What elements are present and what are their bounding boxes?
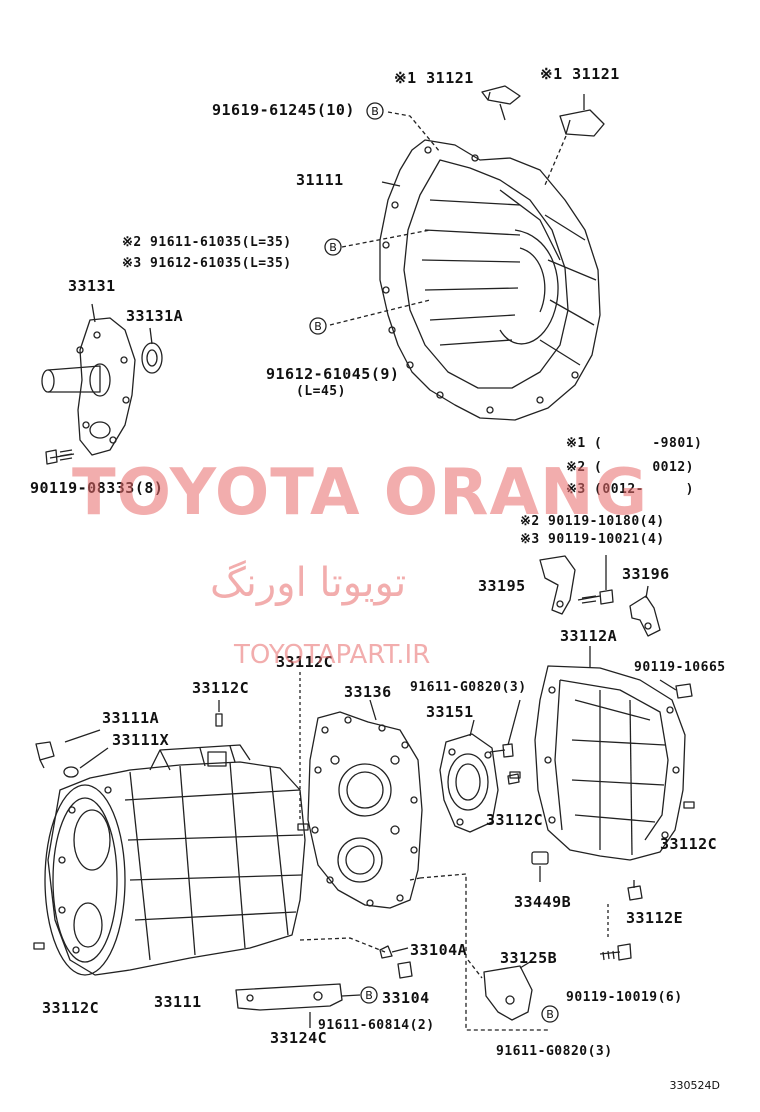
seal-retainer-33151 (439, 733, 499, 833)
label-33104: 33104 (382, 989, 430, 1007)
bolt-90119-08333 (45, 449, 75, 465)
cap-31121-right (559, 109, 605, 137)
dowel-33112c-left (33, 942, 45, 950)
bracket-33125b (483, 965, 533, 1021)
dowel-33112c-plate (509, 771, 521, 779)
transmission-case-33111 (44, 744, 306, 976)
label-33111a: 33111A (102, 709, 160, 727)
diagram-code: 330524D (669, 1079, 720, 1092)
label-90119-10021: ※3 90119-10021(4) (520, 532, 665, 547)
callout-b-5: B (546, 1008, 554, 1021)
label-91611-60814: 91611-60814(2) (318, 1018, 435, 1033)
label-33112c-left: 33112C (192, 679, 250, 697)
bearing-retainer-33131 (41, 317, 136, 456)
label-33112a: 33112A (560, 627, 618, 645)
label-91619-61245: 91619-61245(10) (212, 101, 355, 119)
dowel-33112c-mid (297, 823, 309, 831)
label-33131: 33131 (68, 277, 116, 295)
note-2: ※2 ( 0012) (566, 460, 694, 475)
oil-seal-33131a (141, 342, 163, 374)
gasket-33111x (63, 766, 79, 778)
watermark-url: TOYOTAPART.IR (234, 640, 431, 670)
dowel-33112c-top (215, 713, 223, 727)
label-33125b: 33125B (500, 949, 558, 967)
plug-33104a (379, 945, 393, 959)
label-91612-61035: ※3 91612-61035(L=35) (122, 256, 292, 271)
callout-b-3: B (314, 320, 322, 333)
note-3: ※3 (0012- ) (566, 482, 694, 497)
watermark-persian: تویوتا اورنگ (210, 560, 407, 606)
label-31121-right: ※1 31121 (540, 65, 620, 83)
note-1: ※1 ( -9801) (566, 436, 703, 451)
label-33104a: 33104A (410, 941, 468, 959)
intermediate-plate-33136 (307, 711, 423, 909)
bell-housing-31111 (379, 139, 601, 421)
bracket-33124c (235, 983, 343, 1011)
bracket-33196 (629, 595, 661, 637)
callout-b-4: B (365, 989, 373, 1002)
label-91611-g0820-b: 91611-G0820(3) (496, 1044, 613, 1059)
label-33195: 33195 (478, 577, 526, 595)
label-91612-61045: 91612-61045(9) (266, 365, 400, 383)
watermark-brand: TOYOTA ORANG (72, 456, 649, 530)
bolt-91611-g0820 (489, 699, 521, 758)
label-31111: 31111 (296, 171, 344, 189)
label-33196: 33196 (622, 565, 670, 583)
label-33112c-right: 33112C (660, 835, 718, 853)
bolt-90119-10019 (599, 904, 632, 961)
label-l45: (L=45) (296, 384, 346, 399)
label-33111x: 33111X (112, 731, 170, 749)
label-90119-10019: 90119-10019(6) (566, 990, 683, 1005)
plug-33111a (35, 741, 55, 769)
callout-b-2: B (329, 241, 337, 254)
label-91611-61035: ※2 91611-61035(L=35) (122, 235, 292, 250)
label-33136: 33136 (344, 683, 392, 701)
label-33112c-mid: 33112C (486, 811, 544, 829)
bolt-90119-10180 (577, 555, 614, 605)
label-31121-left: ※1 31121 (394, 69, 474, 87)
label-33124c: 33124C (270, 1029, 328, 1047)
label-33112c-bottom-left: 33112C (42, 999, 100, 1017)
label-33449b: 33449B (514, 893, 572, 911)
label-90119-10180: ※2 90119-10180(4) (520, 514, 665, 529)
label-33112c-top: 33112C (276, 653, 334, 671)
label-33151: 33151 (426, 703, 474, 721)
plug-33104 (397, 961, 413, 979)
extension-housing-33112a (534, 665, 686, 861)
plug-33112e (627, 880, 643, 901)
label-33111: 33111 (154, 993, 202, 1011)
bracket-33195 (539, 555, 576, 615)
label-90119-10665: 90119-10665 (634, 660, 726, 675)
label-91611-g0820-a: 91611-G0820(3) (410, 680, 527, 695)
dowel-33112c-right (683, 801, 695, 809)
label-33112e: 33112E (626, 909, 684, 927)
callout-b-1: B (371, 105, 379, 118)
magnet-33449b (531, 851, 549, 865)
label-90119-08333: 90119-08333(8) (30, 479, 164, 497)
label-33131a: 33131A (126, 307, 184, 325)
cap-31121-left (481, 85, 521, 105)
plug-90119-10665 (675, 683, 693, 699)
